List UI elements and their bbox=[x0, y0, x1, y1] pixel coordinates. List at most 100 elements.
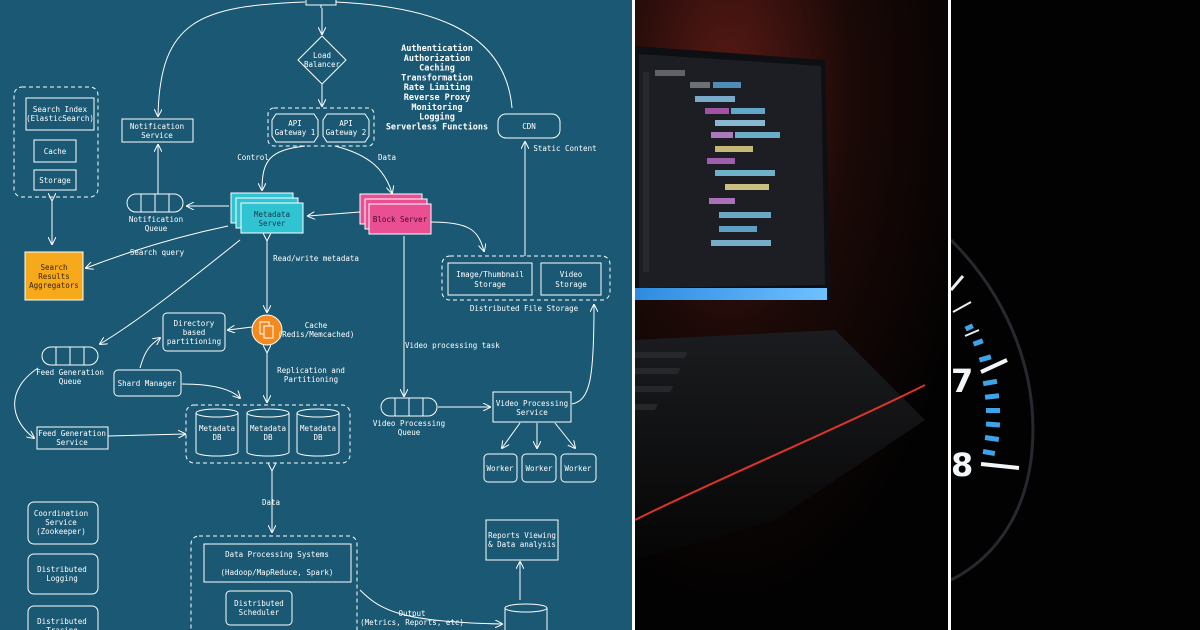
diagram-canvas: Load Balancer API Gateway 1 API Gateway … bbox=[13, 0, 611, 630]
load-balancer: Load Balancer bbox=[297, 35, 347, 85]
search-index-group: Search Index (ElasticSearch) Cache Stora… bbox=[13, 86, 99, 198]
svg-text:Service: Service bbox=[56, 438, 88, 447]
svg-text:(Redis/Memcached): (Redis/Memcached) bbox=[278, 330, 355, 339]
screen-glow-bar bbox=[635, 288, 827, 300]
svg-text:& Data analysis: & Data analysis bbox=[488, 540, 556, 549]
svg-text:Metadata: Metadata bbox=[199, 424, 235, 433]
shard-manager: Shard Manager bbox=[113, 369, 182, 397]
svg-text:Results: Results bbox=[38, 272, 70, 281]
svg-text:Cache: Cache bbox=[305, 321, 328, 330]
gateway-feature-item: Monitoring bbox=[411, 102, 462, 113]
worker-2-label: Worker bbox=[525, 464, 553, 473]
svg-text:Distributed: Distributed bbox=[37, 617, 87, 626]
svg-text:Queue: Queue bbox=[59, 377, 82, 386]
distributed-file-storage: Image/Thumbnail Storage Video Storage Di… bbox=[441, 255, 611, 313]
directory-partitioning: Directory based partitioning bbox=[162, 312, 226, 352]
distributed-tracing: Distributed Tracing bbox=[27, 605, 99, 630]
data-processing-systems: Data Processing Systems (Hadoop/MapReduc… bbox=[190, 535, 358, 630]
api-gateway-group: API Gateway 1 API Gateway 2 bbox=[267, 107, 375, 147]
svg-text:Aggregators: Aggregators bbox=[29, 281, 79, 290]
reports-viewing: Reports Viewing & Data analysis bbox=[485, 519, 559, 561]
output-detail-label: (Metrics, Reports, etc) bbox=[360, 618, 464, 627]
svg-text:Video Processing: Video Processing bbox=[373, 419, 445, 428]
svg-text:DB: DB bbox=[263, 433, 273, 442]
metadata-db-cluster: Metadata DB Metadata DB Metadata DB bbox=[185, 404, 351, 464]
svg-text:Feed Generation: Feed Generation bbox=[38, 429, 106, 438]
metadata-db-3: Metadata DB bbox=[296, 408, 340, 457]
gateway-feature-item: Caching bbox=[419, 63, 455, 74]
data-bottom-label: Data bbox=[262, 498, 280, 507]
distributed-file-storage-label: Distributed File Storage bbox=[470, 304, 579, 313]
svg-text:Feed Generation: Feed Generation bbox=[36, 368, 104, 377]
svg-text:Video: Video bbox=[560, 270, 583, 279]
svg-text:Replication and: Replication and bbox=[277, 366, 345, 375]
api-gateway-2-label-1: API bbox=[339, 119, 353, 128]
svg-text:Search Index: Search Index bbox=[33, 105, 88, 114]
svg-text:Storage: Storage bbox=[474, 280, 506, 289]
metadata-db-2: Metadata DB bbox=[246, 408, 290, 457]
worker-1-label: Worker bbox=[486, 464, 514, 473]
svg-text:Service: Service bbox=[516, 408, 548, 417]
svg-text:Logging: Logging bbox=[46, 574, 78, 583]
laptop-keyboard bbox=[635, 330, 925, 560]
video-processing-task-label: Video processing task bbox=[405, 341, 500, 350]
architecture-diagram: Load Balancer API Gateway 1 API Gateway … bbox=[0, 0, 632, 630]
svg-text:Storage: Storage bbox=[555, 280, 587, 289]
api-gateway-2-label-2: Gateway 2 bbox=[326, 128, 367, 137]
block-server: Block Server bbox=[359, 193, 432, 235]
read-write-metadata-label: Read/write metadata bbox=[273, 254, 359, 263]
cache-redis: Cache (Redis/Memcached) bbox=[251, 314, 355, 346]
svg-text:Video Processing: Video Processing bbox=[496, 399, 568, 408]
video-processing-service: Video Processing Service bbox=[492, 391, 572, 423]
load-balancer-label-1: Load bbox=[313, 51, 331, 60]
svg-text:Notification: Notification bbox=[130, 122, 184, 131]
output-database bbox=[504, 603, 548, 630]
svg-text:Reports Viewing: Reports Viewing bbox=[488, 531, 556, 540]
svg-text:based: based bbox=[183, 328, 206, 337]
svg-text:DB: DB bbox=[313, 433, 323, 442]
svg-text:partitioning: partitioning bbox=[167, 337, 221, 346]
data-label: Data bbox=[378, 153, 396, 162]
notification-queue: Notification Queue bbox=[126, 193, 184, 233]
svg-text:Image/Thumbnail: Image/Thumbnail bbox=[456, 270, 524, 279]
worker-3-label: Worker bbox=[564, 464, 592, 473]
svg-text:Service: Service bbox=[45, 518, 77, 527]
feed-generation-queue: Feed Generation Queue bbox=[36, 346, 104, 386]
gauge-digit-7: 7 bbox=[951, 362, 973, 400]
svg-text:Service: Service bbox=[141, 131, 173, 140]
notification-service: Notification Service bbox=[121, 118, 194, 143]
search-query-label: Search query bbox=[130, 248, 185, 257]
red-edge-glow bbox=[635, 384, 926, 521]
data-processing-label: Data Processing Systems bbox=[225, 550, 329, 559]
control-label: Control bbox=[237, 153, 269, 162]
gateway-feature-item: Authentication bbox=[401, 43, 473, 54]
output-label: Output bbox=[398, 609, 425, 618]
svg-text:Tracing: Tracing bbox=[46, 626, 78, 630]
api-gateway-1-label-1: API bbox=[288, 119, 302, 128]
cdn-label: CDN bbox=[522, 122, 536, 131]
svg-text:(Zookeeper): (Zookeeper) bbox=[36, 527, 86, 536]
data-processing-tools-label: (Hadoop/MapReduce, Spark) bbox=[221, 568, 334, 577]
cache-label: Cache bbox=[44, 147, 67, 156]
gauge-digit-8: 8 bbox=[951, 446, 973, 484]
svg-text:Metadata: Metadata bbox=[300, 424, 336, 433]
gateway-feature-item: Authorization bbox=[404, 53, 471, 64]
client-monitor-icon bbox=[305, 0, 337, 8]
block-server-label: Block Server bbox=[373, 215, 428, 224]
svg-text:Search: Search bbox=[40, 263, 67, 272]
svg-text:(ElasticSearch): (ElasticSearch) bbox=[26, 114, 94, 123]
svg-text:Metadata: Metadata bbox=[254, 210, 290, 219]
speedometer-photo: 7 8 bbox=[951, 0, 1200, 630]
connectors bbox=[14, 1, 594, 624]
static-content-label: Static Content bbox=[533, 144, 596, 153]
load-balancer-label-2: Balancer bbox=[304, 60, 341, 69]
laptop-code-photo bbox=[635, 0, 948, 630]
gateway-feature-item: Logging bbox=[419, 112, 455, 123]
coordination-service: Coordination Service (Zookeeper) bbox=[27, 501, 99, 545]
svg-text:Distributed: Distributed bbox=[234, 599, 284, 608]
shard-manager-label: Shard Manager bbox=[118, 379, 177, 388]
svg-text:Metadata: Metadata bbox=[250, 424, 286, 433]
metadata-server: Metadata Server bbox=[230, 192, 304, 234]
gateway-features: AuthenticationAuthorizationCachingTransf… bbox=[386, 43, 488, 132]
divider-2 bbox=[948, 0, 951, 630]
